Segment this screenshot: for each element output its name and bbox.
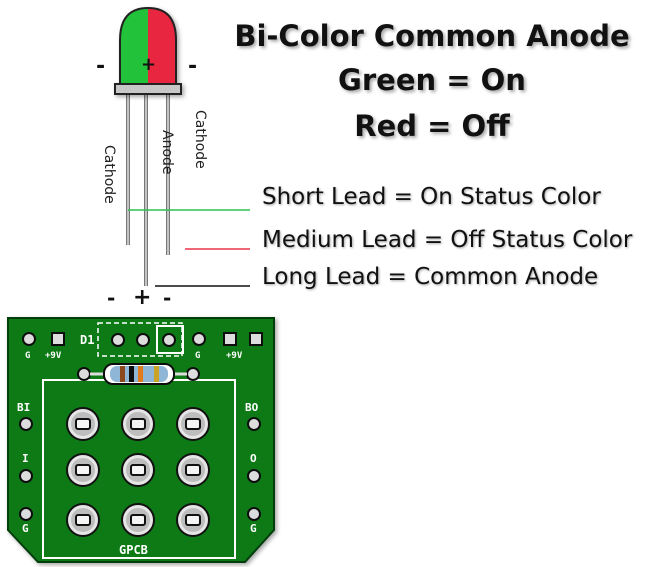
foot-plus: + [133, 285, 152, 310]
jack-pad [66, 453, 100, 487]
led-body [114, 6, 182, 95]
pcb-o: O [250, 452, 257, 465]
jack-pad [121, 503, 155, 537]
foot-minus-right: - [163, 286, 172, 310]
pcb-gpcb-label: GPCB [119, 543, 148, 557]
jack-pad [66, 503, 100, 537]
jack-pad [176, 453, 210, 487]
diagram-title: Bi-Color Common Anode [234, 19, 630, 53]
long-lead-legend: Long Lead = Common Anode [262, 264, 599, 290]
red-off-label: Red = Off [354, 109, 510, 143]
led-minus-left: - [96, 54, 106, 79]
jack-pad [66, 407, 100, 441]
led-minus-right: - [188, 54, 198, 79]
left-cathode-label: Cathode [101, 145, 117, 204]
pcb-jack-pads [66, 407, 210, 537]
medium-lead-legend: Medium Lead = Off Status Color [262, 227, 633, 253]
pcb-left-g: G [25, 351, 31, 361]
pcb-g-left-bottom: G [22, 522, 29, 535]
green-on-label: Green = On [338, 63, 526, 97]
jack-pad [121, 453, 155, 487]
pcb-g-right-bottom: G [250, 522, 257, 535]
jack-pad [121, 407, 155, 441]
pcb-right-9v: +9V [226, 351, 243, 361]
right-cathode-label: Cathode [192, 110, 208, 169]
led-plus: + [141, 54, 157, 75]
jack-pad [176, 407, 210, 441]
pcb-left-9v: +9V [45, 351, 62, 361]
pcb-i: I [22, 452, 29, 465]
pcb-bi: BI [17, 401, 31, 414]
pcb-bo: BO [245, 401, 259, 414]
pcb-right-g: G [195, 351, 201, 361]
d1-label: D1 [80, 333, 95, 347]
short-lead-legend: Short Lead = On Status Color [262, 184, 601, 210]
jack-pad [176, 503, 210, 537]
foot-minus-left: - [107, 286, 116, 310]
anode-label: Anode [159, 130, 175, 175]
